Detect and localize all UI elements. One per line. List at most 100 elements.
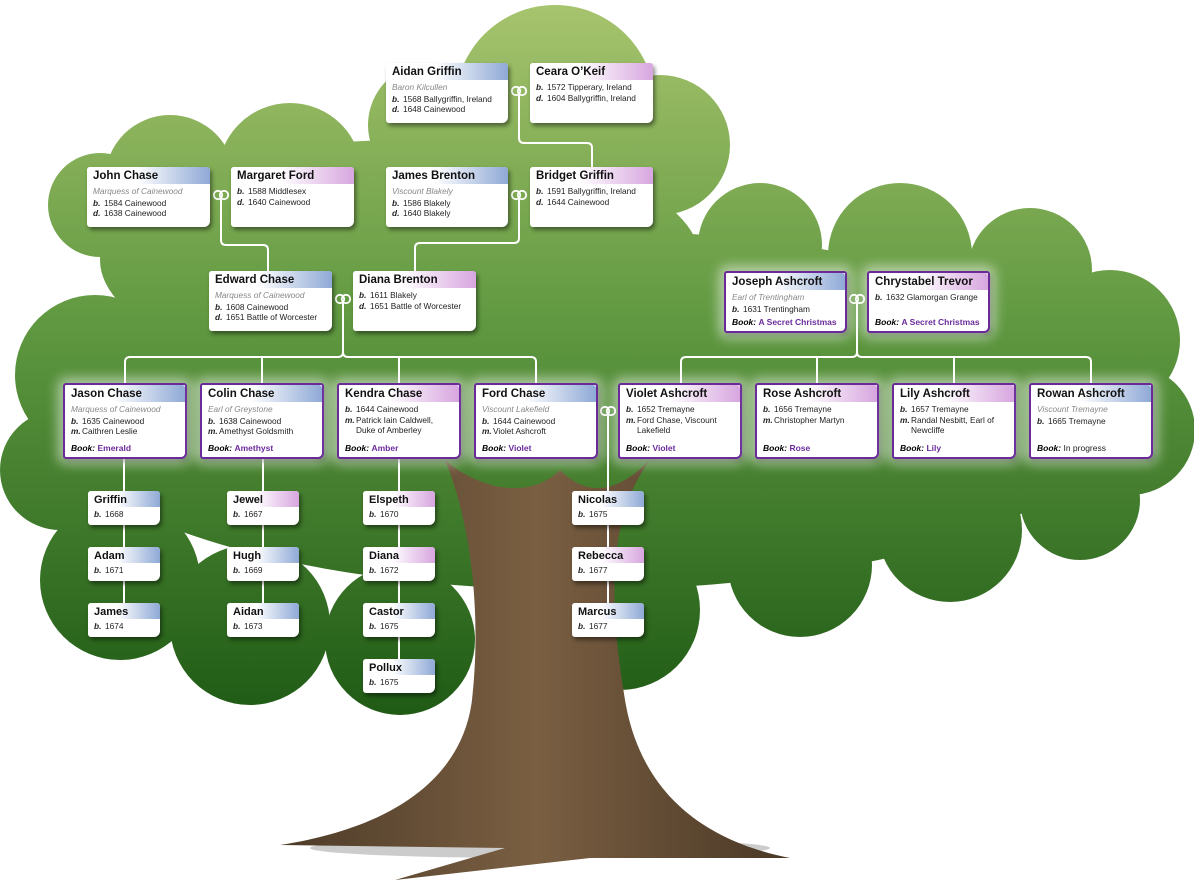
person-details: b.1632 Glamorgan Grange: [869, 290, 988, 305]
ring-icon: [848, 293, 866, 305]
person-married: Amethyst Goldsmith: [219, 426, 294, 436]
person-name: Bridget Griffin: [530, 167, 653, 184]
person-died-row: d.1638 Cainewood: [93, 208, 204, 219]
person-born: 1568 Ballygriffin, Ireland: [403, 93, 492, 104]
person-name: Aidan: [227, 603, 299, 619]
label-born: b.: [900, 404, 908, 414]
person-born-row: b.1638 Cainewood: [208, 416, 316, 427]
label-died: d.: [215, 312, 223, 322]
person-born: 1588 Middlesex: [248, 186, 307, 196]
person-details: b.1670: [363, 507, 435, 522]
person-born: 1669: [244, 565, 263, 575]
book-title[interactable]: Rose: [789, 443, 811, 453]
label-book: Book:: [208, 443, 233, 453]
label-married: m.: [345, 414, 355, 425]
person-born-row: b.1677: [578, 621, 638, 632]
person-married-row: m.Ford Chase, Viscount Lakefield: [626, 415, 734, 436]
person-name: James: [88, 603, 160, 619]
person-name: Jewel: [227, 491, 299, 507]
person-born: 1635 Cainewood: [82, 415, 145, 426]
person-born: 1672: [380, 565, 399, 575]
person-born-row: b.1675: [369, 621, 429, 632]
person-died-row: d.1651 Battle of Worcester: [215, 312, 326, 323]
label-died: d.: [536, 92, 544, 103]
book-title[interactable]: Violet: [652, 443, 676, 453]
person-married: Ford Chase, Viscount Lakefield: [637, 414, 717, 436]
person-married-row: m.Patrick Iain Caldwell, Duke of Amberle…: [345, 415, 453, 436]
label-book: Book:: [482, 443, 507, 453]
person-born-row: b.1572 Tipperary, Ireland: [536, 82, 647, 93]
person-details: b.1668: [88, 507, 160, 522]
label-born: b.: [536, 186, 544, 196]
label-book: Book:: [900, 443, 925, 453]
person-born: 1668: [105, 509, 124, 519]
book-title[interactable]: Lily: [926, 443, 942, 453]
book-title[interactable]: A Secret Christmas: [901, 317, 980, 327]
person-born: 1675: [380, 677, 399, 687]
book-title[interactable]: Amethyst: [234, 443, 274, 453]
book-row: Book: Violet: [620, 442, 740, 457]
person-details: b.1667: [227, 507, 299, 522]
book-title[interactable]: Violet: [508, 443, 532, 453]
person-title: Marquess of Cainewood: [93, 186, 183, 196]
book-title[interactable]: A Secret Christmas: [758, 317, 837, 327]
person-died-row: d.1644 Cainewood: [536, 197, 647, 208]
person-married: Christopher Martyn: [774, 414, 845, 425]
person-born: 1608 Cainewood: [226, 301, 289, 312]
label-married: m.: [71, 426, 81, 436]
person-died-row: d.1651 Battle of Worcester: [359, 301, 470, 312]
label-book: Book:: [875, 317, 900, 327]
person-born-row: b.1652 Tremayne: [626, 404, 734, 415]
person-details: b.1674: [88, 619, 160, 634]
book-title[interactable]: Emerald: [97, 443, 132, 453]
book-title[interactable]: Amber: [371, 443, 399, 453]
person-title: Baron Kilcullen: [392, 82, 448, 92]
person-name: Joseph Ashcroft: [726, 273, 845, 290]
person-details: b.1669: [227, 563, 299, 578]
person-died: 1651 Battle of Worcester: [226, 312, 318, 322]
person-born-row: b.1588 Middlesex: [237, 186, 348, 197]
label-born: b.: [345, 404, 353, 414]
book-row: Book: A Secret Christmas: [726, 316, 845, 331]
person-married-row: m.Caithren Leslie: [71, 426, 179, 437]
person-name: Jason Chase: [65, 385, 185, 402]
person-born-row: b.1586 Blakely: [392, 198, 502, 209]
ring-icon: [510, 189, 528, 201]
